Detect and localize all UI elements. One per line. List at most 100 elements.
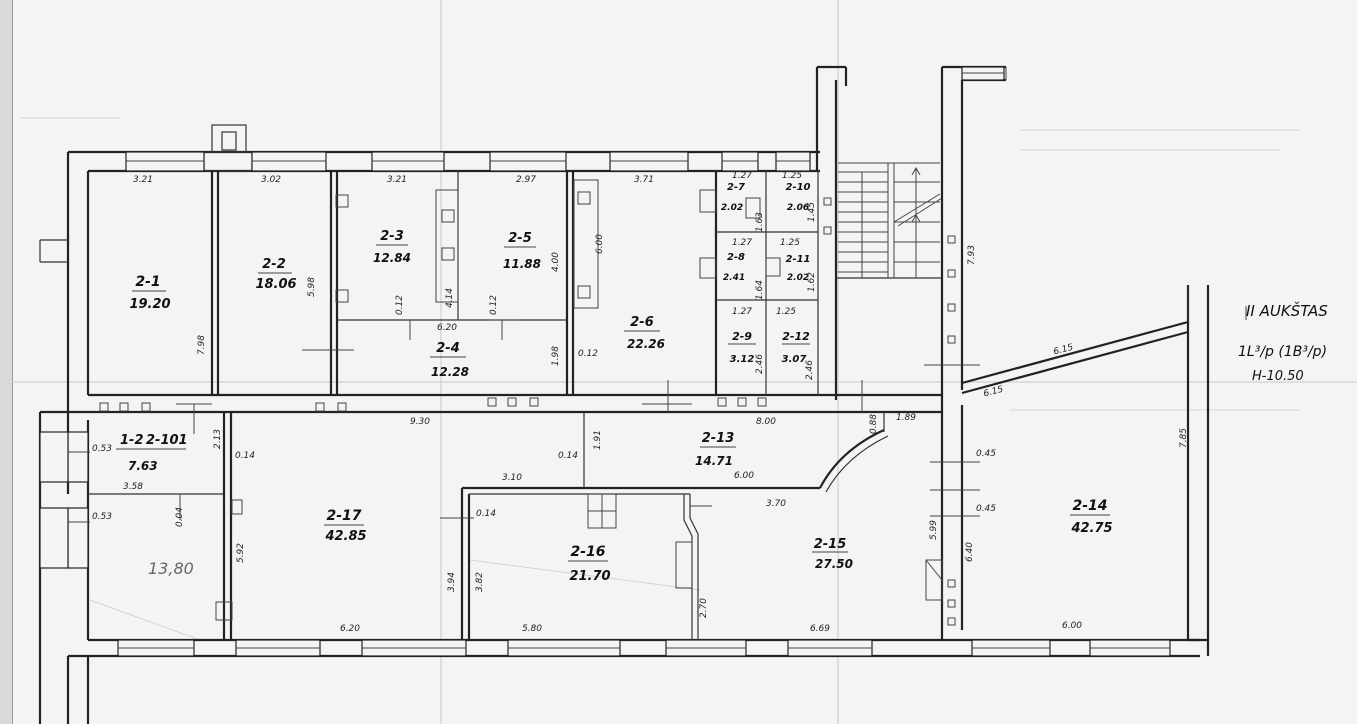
room-id-2-11: 2-11 — [785, 254, 810, 265]
dimension-label: 1.25 — [782, 171, 802, 181]
room-area-2-101: 7.63 — [128, 459, 158, 473]
dimension-label: 1.89 — [896, 413, 916, 423]
floor-subtitle: 1L³/p (1B³/p) — [1238, 344, 1327, 360]
room-area-2-11: 2.02 — [787, 273, 809, 283]
dimension-label: 3.21 — [133, 175, 153, 185]
dimension-label: 3.70 — [766, 499, 786, 509]
dimension-label: 0.12 — [395, 295, 405, 315]
room-area-2-6: 22.26 — [627, 337, 665, 351]
room-area-2-1: 19.20 — [129, 297, 170, 312]
radiator-marks — [99, 197, 956, 626]
dimension-label: 0.14 — [558, 451, 578, 461]
floor-title-block: II AUKŠTAS 1L³/p (1B³/p) H-10.50 — [1238, 301, 1328, 384]
dimension-label: 2.70 — [699, 598, 709, 618]
chimney — [203, 124, 253, 172]
room-id-2-16: 2-16 — [570, 544, 605, 560]
room-id-2-13: 2-13 — [702, 431, 735, 446]
dimension-label: 6.20 — [340, 624, 360, 634]
dimension-label: 1.25 — [780, 238, 800, 248]
dimension-label: 3.21 — [387, 175, 407, 185]
room-area-2-8: 2.41 — [723, 273, 745, 283]
dimension-label: 1.64 — [755, 280, 765, 300]
dimension-label: 5.80 — [522, 624, 542, 634]
room-id-2-5: 2-5 — [508, 231, 532, 246]
dimension-label: 3.02 — [261, 175, 281, 185]
room-area-2-7: 2.02 — [721, 203, 743, 213]
room-area-2-9: 3.12 — [730, 354, 755, 365]
dimension-label: 0.45 — [976, 449, 996, 459]
room-id-2-17: 2-17 — [326, 508, 361, 524]
room-id-2-6: 2-6 — [630, 315, 654, 330]
dimension-label: 6.40 — [965, 542, 975, 562]
room-area-2-15: 27.50 — [815, 557, 853, 571]
dimension-label: 1.45 — [807, 202, 817, 222]
left-windows — [39, 431, 89, 569]
dimension-label: 7.98 — [197, 335, 207, 355]
room-id-2-2: 2-2 — [262, 257, 286, 272]
room-id-2-14: 2-14 — [1072, 498, 1107, 514]
dimension-label: 5.98 — [307, 277, 317, 297]
dimension-label: 2.46 — [805, 360, 815, 380]
room-labels: 2-1 19.20 2-2 18.06 2-3 12.84 2-5 11.88 … — [116, 182, 1113, 584]
dimension-label: 1.27 — [732, 171, 752, 181]
room-id-2-8: 2-8 — [727, 252, 745, 263]
dimension-label: 6.69 — [810, 624, 830, 634]
interior-walls — [68, 171, 1189, 640]
dimension-label: 6.00 — [734, 471, 754, 481]
dimension-label: 1.98 — [551, 346, 561, 366]
room-id-2-101: 2-101 — [146, 433, 188, 448]
dimension-label: 8.00 — [756, 417, 776, 427]
room-id-2-3: 2-3 — [380, 229, 404, 244]
room-prefix-1-2: 1-2 — [120, 433, 144, 448]
room-area-2-2: 18.06 — [255, 277, 296, 292]
dimension-label: 1.63 — [755, 212, 765, 232]
room-id-2-4: 2-4 — [436, 341, 460, 356]
dimension-label: 3.82 — [475, 572, 485, 592]
dimension-label: 3.71 — [634, 175, 654, 185]
dimension-label: 7.93 — [967, 245, 977, 265]
dimension-label: 5.92 — [236, 543, 246, 563]
room-area-2-12: 3.07 — [782, 354, 807, 365]
dimension-label: 4.00 — [551, 252, 561, 272]
dimension-label: 1.62 — [807, 272, 817, 292]
dimension-label: 0.04 — [175, 507, 185, 527]
show-through-marks — [20, 117, 1300, 641]
dimension-label: 1.25 — [776, 307, 796, 317]
dimension-label: 3.58 — [123, 482, 143, 492]
room-area-2-17: 42.85 — [324, 529, 366, 544]
dimension-labels: 3.21 3.02 3.21 2.97 3.71 1.27 1.25 7.93 … — [92, 171, 1189, 634]
room-area-2-13: 14.71 — [695, 454, 733, 468]
dimension-label: 0.14 — [235, 451, 255, 461]
floor-height: H-10.50 — [1252, 369, 1304, 384]
room-id-2-7: 2-7 — [727, 182, 745, 193]
dimension-label: 6.00 — [1062, 621, 1082, 631]
dimension-label: 1.27 — [732, 238, 752, 248]
dimension-label: 2.97 — [516, 175, 536, 185]
room-id-2-12: 2-12 — [782, 330, 810, 343]
top-windows — [125, 66, 1005, 172]
room-area-2-10: 2.06 — [787, 203, 809, 213]
dimension-label: 5.99 — [929, 520, 939, 540]
dimension-label: 2.13 — [213, 429, 223, 449]
staircase — [838, 162, 943, 278]
dimension-label: 0.12 — [578, 349, 598, 359]
room-id-2-15: 2-15 — [814, 537, 847, 552]
bottom-windows — [117, 639, 1171, 657]
dimension-label: 0.45 — [976, 504, 996, 514]
fixture-marks — [215, 179, 943, 621]
dimension-label: 6.20 — [437, 323, 457, 333]
floor-title: II AUKŠTAS — [1246, 301, 1328, 320]
dimension-label: 6.00 — [595, 234, 605, 254]
dimension-label: 9.30 — [410, 417, 430, 427]
dimension-label: 0.12 — [489, 295, 499, 315]
door-marks — [68, 319, 980, 523]
dimension-label: 0.53 — [92, 512, 112, 522]
room-id-2-9: 2-9 — [732, 330, 752, 343]
room-area-2-5: 11.88 — [503, 257, 541, 271]
dimension-label: 2.46 — [755, 354, 765, 374]
dimension-label: 1.91 — [593, 430, 603, 450]
room-area-2-3: 12.84 — [373, 251, 411, 265]
dimension-label: 3.10 — [502, 473, 522, 483]
room-area-2-4: 12.28 — [431, 365, 469, 379]
